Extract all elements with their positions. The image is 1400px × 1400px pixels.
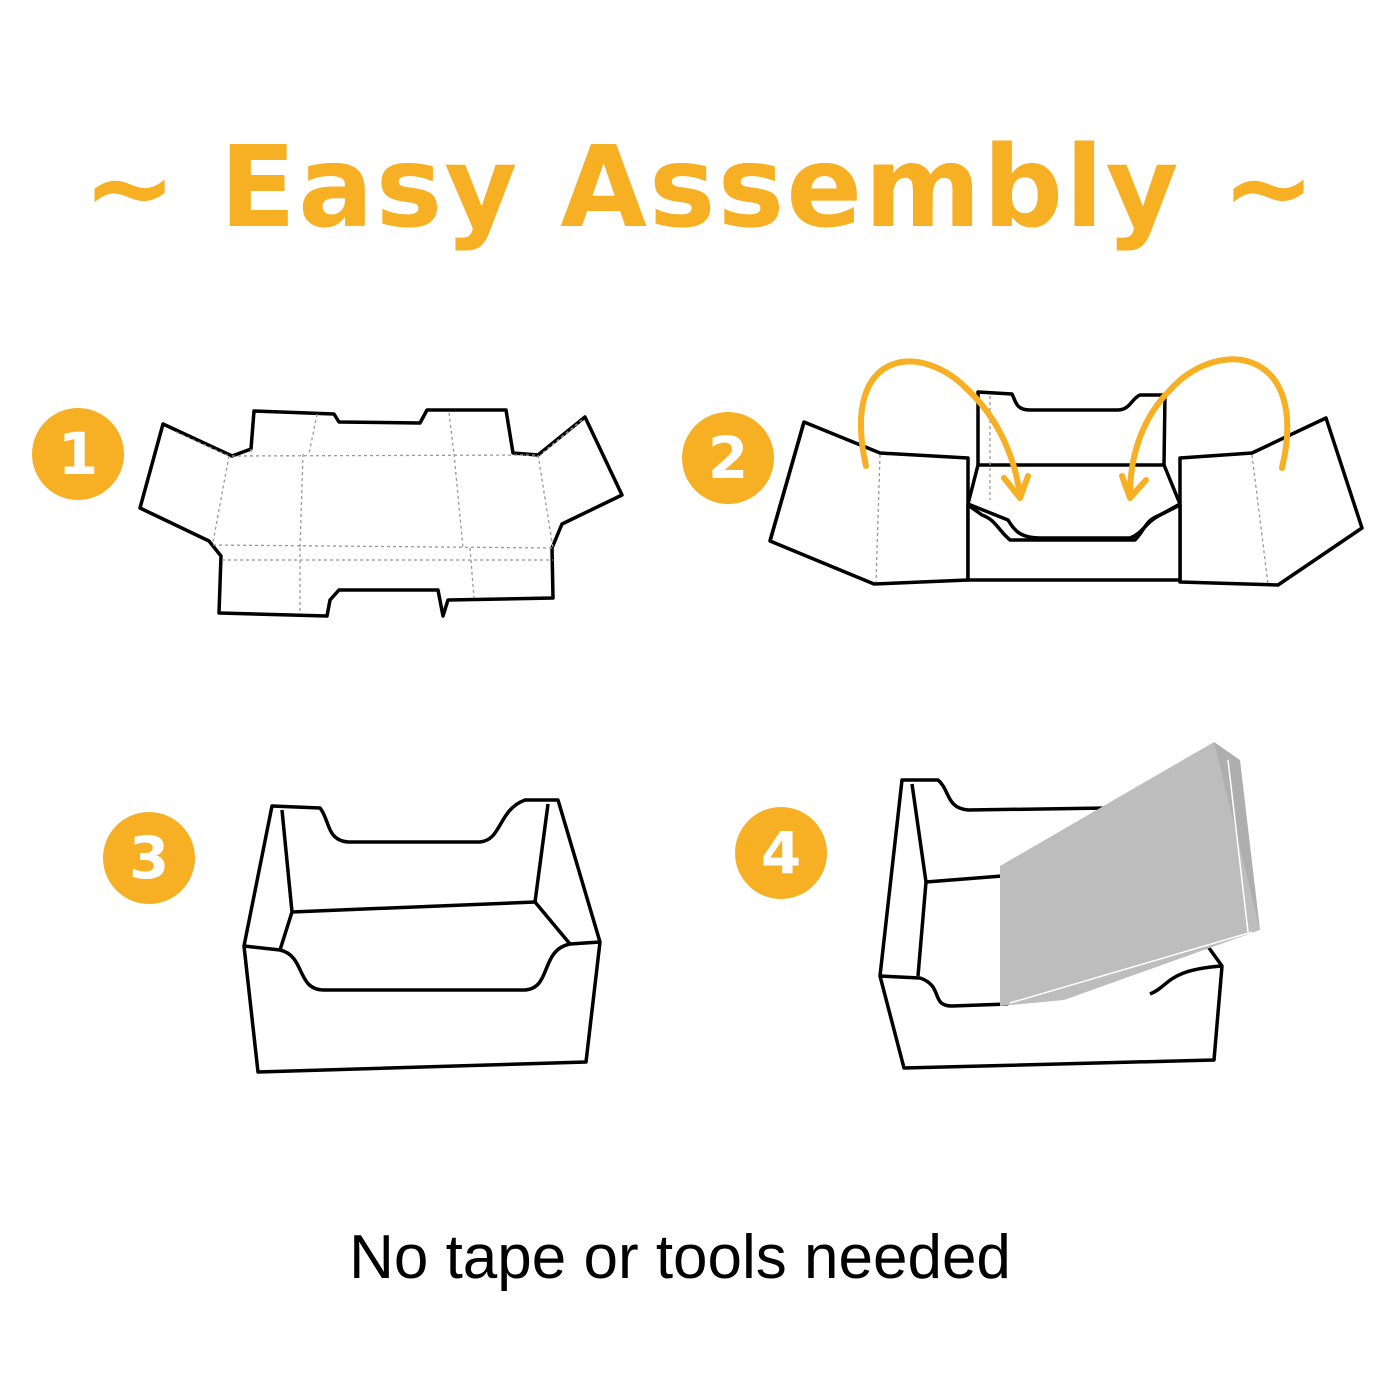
tray-lip <box>967 502 1181 540</box>
step-4-badge: 4 <box>735 807 827 899</box>
step-3-badge: 3 <box>103 812 195 904</box>
fold-arrow-icon <box>858 356 1291 501</box>
flat-box-template-icon <box>138 408 624 618</box>
left-wing <box>768 420 970 586</box>
left-arrow-head <box>1001 473 1031 501</box>
step-1-badge: 1 <box>32 408 124 500</box>
left-fold-arrow <box>858 358 1023 498</box>
step-2-badge: 2 <box>682 412 774 504</box>
step-2-number: 2 <box>707 424 749 492</box>
page-title: ~ Easy Assembly ~ <box>82 123 1318 253</box>
step-3-number: 3 <box>128 824 170 892</box>
folding-box-icon <box>768 390 1364 587</box>
caption: No tape or tools needed <box>349 1223 1011 1292</box>
tray-back <box>242 798 602 1074</box>
template-outline <box>138 408 624 618</box>
open-tray-box-icon <box>242 798 602 1074</box>
box-insert-icon <box>878 742 1260 1070</box>
step-1-number: 1 <box>57 420 99 488</box>
step-4-number: 4 <box>760 819 802 887</box>
tray-front-lip <box>243 940 601 992</box>
right-fold-arrow <box>1127 356 1291 498</box>
box4-lip <box>879 974 1009 1008</box>
right-wing <box>1178 416 1364 587</box>
back-wall <box>976 390 1167 467</box>
insert-front <box>1000 742 1260 1006</box>
right-arrow-head <box>1119 473 1149 501</box>
